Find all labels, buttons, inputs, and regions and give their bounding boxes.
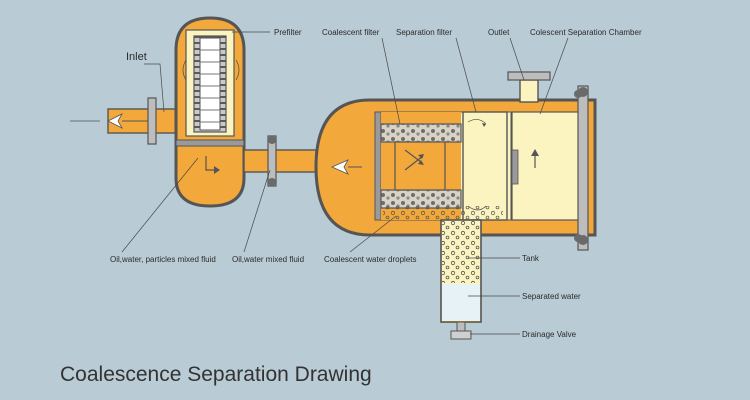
diagram-title: Coalescence Separation Drawing: [60, 363, 372, 386]
tank: [440, 219, 482, 340]
leader-lines: [121, 31, 569, 335]
prefilter-label: Prefilter: [274, 28, 302, 37]
prefilter-vessel: [174, 16, 246, 208]
mixed-particles-label: Oil,water, particles mixed fluid: [110, 255, 216, 264]
separator-vessel: [314, 85, 597, 251]
separation-filter-label: Separation filter: [396, 28, 452, 37]
outlet-pipe: [507, 71, 551, 103]
inlet-pipe: [107, 97, 177, 145]
separation-chamber-label: Colescent Separation Chamber: [530, 28, 642, 37]
outlet-label: Outlet: [488, 28, 510, 37]
coalescent-filter-label: Coalescent filter: [322, 28, 380, 37]
oil-water-mixed-label: Oil,water mixed fluid: [232, 255, 304, 264]
tank-label: Tank: [522, 254, 540, 263]
water-droplets-region: [383, 206, 503, 220]
inlet-label: Inlet: [126, 51, 147, 63]
separated-water-label: Separated water: [522, 292, 581, 301]
connecting-pipe: [243, 135, 317, 187]
water-droplets-label: Coalescent water droplets: [324, 255, 417, 264]
drainage-valve-label: Drainage Valve: [522, 330, 577, 339]
